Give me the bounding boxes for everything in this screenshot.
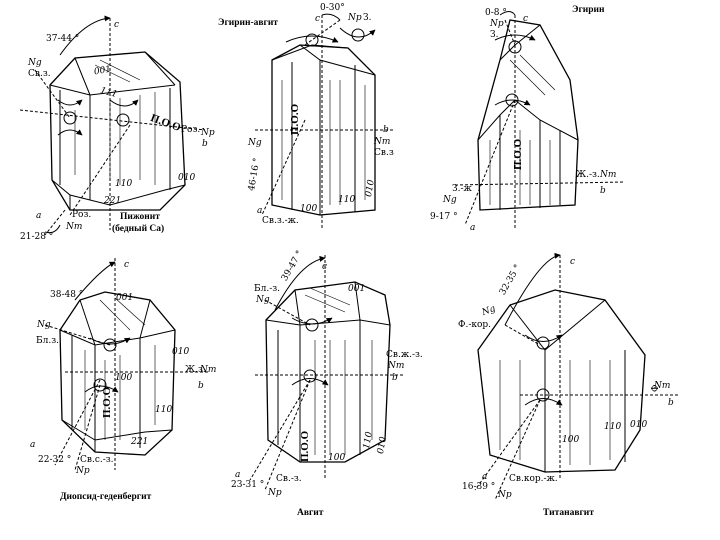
aegirine-augite-crystal [255,13,395,230]
p2-face-100: 100 [300,204,318,214]
p6-face-100: 100 [562,435,580,445]
p1-nm-color: Роз. [72,210,92,220]
p3-ng-color: З.-ж [452,184,472,194]
diopside-hedenbergite-crystal [44,258,210,471]
p4-face-100: 100 [115,373,133,383]
p2-face-110: 110 [338,195,356,205]
p4-title: Диопсид-геденбергит [60,492,152,502]
p1-axis-c: c [114,20,120,30]
p4-optic-plane: П.О.О [101,386,113,418]
p6-face-110: 110 [604,422,622,432]
p5-ng: Ng [256,295,270,305]
p5-face-001: 001 [348,284,366,294]
p6-face-010: 010 [630,420,648,430]
p5-b: b [392,373,398,383]
p1-ng: Ng [28,58,42,68]
p2-a: a [257,206,263,216]
p2-nm: Nm [374,137,391,147]
p4-np-color: Св.с.-з. [80,455,114,465]
p1-np-color: Роз. [181,125,201,135]
p2-axis-c: c [315,14,321,24]
p4-nm-color: Ж.з. [185,365,206,375]
p6-nm-color: Ф. [651,381,661,392]
p6-a: a [482,472,488,482]
augite-crystal [249,255,405,491]
p6-b: b [668,398,674,408]
p3-axis-c: c [523,14,529,24]
p4-angle-bottom: 22-32 ° [38,455,72,465]
p2-b: b [383,125,389,135]
p2-ng: Ng [248,138,262,148]
p4-face-110: 110 [155,405,173,415]
p3-angle-side: 9-17 ° [430,212,458,222]
p6-angle-bottom: 16-39 ° [462,482,496,492]
p1-face-110: 110 [115,179,133,189]
p1-a: a [36,211,42,221]
pigeonite-crystal [19,15,206,236]
p5-nm-color: Св.ж.-з. [386,350,423,360]
p1-np: Np [201,128,215,138]
p5-np-color: Св.-з. [276,474,302,484]
p5-axis-c: c [322,262,328,272]
p5-title: Авгит [297,508,324,518]
p4-ng-color: Бл.з. [36,336,59,346]
p6-np: Np [498,490,512,500]
p4-face-010: 010 [172,347,190,357]
p1-b: b [202,139,208,149]
p2-optic-plane: П.О.О [289,103,301,135]
p2-title: Эгирин-авгит [218,18,278,28]
p1-subtitle: (бедный Са) [112,224,165,234]
p4-angle-top: 38-48 ° [50,290,84,300]
p2-angle-top: 0-30° [320,3,345,13]
titanaugite-crystal [474,252,680,501]
p1-ng-color: Св.з. [28,69,51,79]
p1-angle-top: 37-44 ° [46,34,80,44]
p5-face-100: 100 [328,453,346,463]
p4-face-001: 001 [116,293,134,303]
p1-face-221: 221 [104,196,122,206]
p3-a: a [470,223,476,233]
p1-face-010: 010 [178,173,196,183]
p6-np-color: Св.кор.-ж. [509,474,558,484]
aegirine-crystal [454,11,626,230]
p4-ng: Ng [37,320,51,330]
p4-a: a [30,440,36,450]
p2-ng-color: Св.з.-ж. [262,216,299,226]
p3-nm-color: Ж.-з. [576,170,600,180]
p3-title: Эгирин [572,5,605,15]
p6-nm: Nm [654,381,671,391]
p1-angle-bottom: 21-28 ° [20,232,54,242]
p3-optic-plane: П.О.О [512,138,524,170]
p6-axis-c: c [570,257,576,267]
p5-optic-plane: П.О.О [299,430,311,462]
p5-angle-bottom: 23-31 ° [231,480,265,490]
p3-b: b [600,186,606,196]
p2-np: Np [348,13,362,23]
p2-nm-color: Св.з [374,148,394,158]
p5-np: Np [268,488,282,498]
p4-face-221: 221 [131,437,149,447]
p3-np: Np [490,19,504,29]
p5-nm: Nm [388,361,405,371]
p4-axis-c: c [124,260,130,270]
p4-np: Np [76,466,90,476]
p6-ng-color: Ф.-кор. [458,320,492,330]
p2-np-color: З. [363,13,372,23]
p5-a: a [235,470,241,480]
p5-ng-color: Бл.-з. [254,284,281,294]
p1-title: Пижонит [120,212,160,222]
p4-nm: Nm [200,365,217,375]
p3-ng: Ng [443,195,457,205]
p6-title: Титанавгит [543,508,594,518]
p3-angle-top: 0-8 ° [485,8,507,18]
p3-nm: Nm [600,170,617,180]
p3-np-color: З. [490,30,499,40]
p4-b: b [198,381,204,391]
p1-nm: Nm [66,222,83,232]
